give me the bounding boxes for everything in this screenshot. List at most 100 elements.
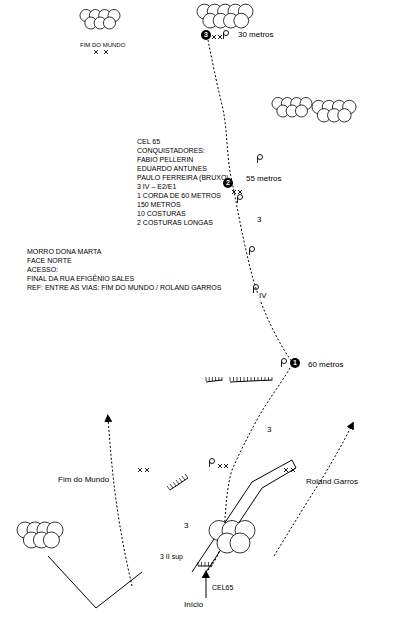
bolt-stem <box>249 249 250 255</box>
anchor-mark <box>291 468 295 472</box>
route-name: Fim do Mundo <box>58 476 109 484</box>
ledge-hatch <box>212 562 213 566</box>
bolt <box>250 247 255 256</box>
bolt-ring <box>254 285 259 290</box>
bolt <box>282 359 287 368</box>
route-name: CEL65 <box>212 584 233 591</box>
bush-lobe <box>103 17 115 29</box>
anchor-stroke <box>218 464 222 468</box>
route-info: 150 METROS <box>137 201 181 208</box>
bush-lobe <box>295 105 307 117</box>
bush-lobe <box>43 532 59 548</box>
anchor-mark <box>232 190 236 194</box>
anchor-stroke <box>232 190 236 194</box>
crag-name: FIM DO MUNDO <box>80 42 125 48</box>
ledge-hatch <box>182 476 185 480</box>
pitch-length: 60 metros <box>308 361 344 369</box>
bolt-stem <box>209 461 210 467</box>
callout-number: 2 <box>223 178 233 188</box>
anchor-mark <box>94 50 98 54</box>
access-info: FINAL DA RUA EFIGÊNIO SALES <box>27 275 134 282</box>
ledge-hatch <box>212 377 213 381</box>
pitch-length: 55 metros <box>246 175 282 183</box>
anchor-mark <box>145 468 149 472</box>
bolt-stem <box>223 33 224 39</box>
access-info: MORRO DONA MARTA <box>27 248 101 255</box>
anchor-mark <box>238 190 242 194</box>
grade-label: 3 II sup <box>160 553 183 560</box>
ledge-hatch <box>208 562 209 566</box>
ledge-hatch <box>218 377 219 381</box>
anchor-stroke <box>291 468 295 472</box>
anchor-stroke <box>138 468 142 472</box>
anchor-stroke <box>145 468 149 472</box>
bolt <box>224 31 229 40</box>
ledge-hatch <box>170 484 173 488</box>
ledge-hatch <box>185 474 188 478</box>
ledge <box>206 380 222 382</box>
bolt-ring <box>210 459 215 464</box>
bolt-ring <box>258 155 263 160</box>
anchor-mark <box>224 464 228 468</box>
anchor-stroke <box>224 464 228 468</box>
callout-number: 1 <box>290 358 300 368</box>
ledge-hatch <box>254 377 255 381</box>
access-info: REF: ENTRE AS VIAS: FIM DO MUNDO / ROLAN… <box>27 284 221 291</box>
pitch-length: 30 metros <box>238 31 274 39</box>
anchor-stroke <box>218 35 222 39</box>
route-info: FABIO PELLERIN <box>137 156 193 163</box>
bolt-stem <box>237 197 238 203</box>
bolt-ring <box>224 31 229 36</box>
start-label: Início <box>184 601 203 609</box>
vegetation <box>272 98 312 118</box>
callout-number: 3 <box>201 30 211 40</box>
ledge-hatch <box>244 377 245 381</box>
route-line <box>206 368 290 572</box>
route-info: EDUARDO ANTUNES <box>137 165 207 172</box>
ledge-hatch <box>268 377 269 381</box>
dihedral <box>292 460 296 468</box>
bolt-ring <box>282 359 287 364</box>
vegetation <box>80 10 120 30</box>
anchor-stroke <box>284 468 288 472</box>
bush-lobe <box>234 13 249 28</box>
grade-label: 3 <box>183 522 189 530</box>
ledge-hatch <box>201 562 202 566</box>
ledge-hatch <box>265 377 266 381</box>
bush-lobe <box>230 533 250 553</box>
ledge-hatch <box>258 377 259 381</box>
ledge-hatch <box>205 562 206 566</box>
ledge-hatch <box>230 377 231 381</box>
route-info: CONQUISTADORES: <box>137 147 205 154</box>
grade-label: IV <box>258 292 268 300</box>
ledge-hatch <box>272 377 273 381</box>
ledge-hatch <box>167 486 170 490</box>
route-info: 2 COSTURAS LONGAS <box>137 219 213 226</box>
access-info: FACE NORTE <box>27 257 72 264</box>
ledge-hatch <box>173 482 176 486</box>
access-info: ACESSO: <box>27 266 58 273</box>
anchor-mark <box>218 464 222 468</box>
ledge-hatch <box>222 377 223 381</box>
bolt <box>210 459 215 468</box>
vegetation <box>197 4 253 28</box>
route-info: 10 COSTURAS <box>137 210 186 217</box>
ledge-hatch <box>206 377 207 381</box>
anchor-stroke <box>238 190 242 194</box>
ledge-hatch <box>240 377 241 381</box>
valley-line <box>48 556 142 608</box>
bush-lobe <box>338 109 351 122</box>
ledge-hatch <box>198 562 199 566</box>
anchor-mark <box>104 50 108 54</box>
bolt-ring <box>250 247 255 252</box>
start-arrow <box>206 574 207 598</box>
ledge <box>170 478 188 490</box>
anchor-mark <box>218 35 222 39</box>
vegetation <box>17 522 63 548</box>
vegetation <box>209 521 255 554</box>
ledge-hatch <box>176 480 179 484</box>
route-info: PAULO FERREIRA (BRUXO) <box>137 174 229 181</box>
route-info: 1 CORDA DE 60 METROS <box>137 192 221 199</box>
bolt <box>238 195 243 204</box>
route-info: 3 IV – E2/E1 <box>137 183 176 190</box>
